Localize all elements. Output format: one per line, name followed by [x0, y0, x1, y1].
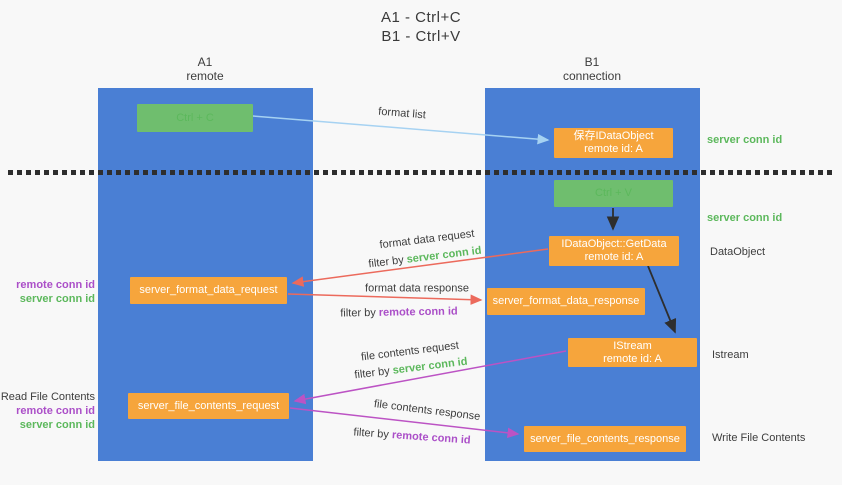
- lane-b1-subtitle: connection: [562, 69, 622, 83]
- lane-b1-title: B1: [584, 55, 600, 69]
- label-file-contents-response: file contents response: [373, 398, 481, 423]
- right-label-dataobject: DataObject: [710, 246, 766, 258]
- right-label-server-conn-id-1: server conn id: [707, 134, 783, 146]
- label-filter-by-remote-conn-id-2: filter by remote conn id: [353, 426, 471, 447]
- node-istream-line1: IStream: [613, 339, 652, 352]
- lane-a1-subtitle: remote: [186, 69, 224, 83]
- title-line-1: A1 - Ctrl+C: [380, 9, 462, 26]
- server-conn-id-text: server conn id: [406, 244, 483, 266]
- left-label-conn-ids-1: remote conn id server conn id: [16, 278, 95, 306]
- node-ctrl-v-label: Ctrl + V: [595, 187, 632, 199]
- node-istream-line2: remote id: A: [603, 352, 662, 365]
- left-remote-conn-id-1: remote conn id: [16, 279, 95, 291]
- node-save-idataobject-line1: 保存IDataObject: [573, 130, 654, 142]
- left-remote-conn-id-2: remote conn id: [16, 405, 95, 417]
- node-server-file-contents-response: server_file_contents_response: [524, 426, 686, 452]
- node-file-request-label: server_file_contents_request: [137, 399, 280, 412]
- node-format-response-label: server_format_data_response: [492, 295, 640, 307]
- diagram-title: A1 - Ctrl+C B1 - Ctrl+V: [381, 8, 461, 46]
- node-server-format-data-request: server_format_data_request: [130, 277, 287, 304]
- filter-by-text: filter by: [353, 426, 390, 441]
- node-save-idataobject-line2: remote id: A: [584, 143, 643, 155]
- node-save-idataobject: 保存IDataObject remote id: A: [554, 128, 673, 158]
- right-label-istream: Istream: [712, 349, 749, 361]
- node-istream: IStream remote id: A: [568, 338, 697, 367]
- left-label-read-file-contents-group: Read File Contents remote conn id server…: [1, 390, 95, 432]
- node-format-request-label: server_format_data_request: [139, 284, 278, 296]
- dotted-divider-line: [8, 170, 834, 175]
- label-format-data-response: format data response: [365, 282, 469, 295]
- remote-conn-id-text: remote conn id: [378, 305, 458, 319]
- node-file-response-label: server_file_contents_response: [530, 432, 680, 445]
- node-ctrl-c: Ctrl + C: [137, 104, 253, 132]
- remote-conn-id-text: remote conn id: [391, 429, 471, 447]
- lane-header-a1: A1 remote: [186, 55, 223, 83]
- right-label-server-conn-id-2: server conn id: [707, 212, 783, 224]
- node-getdata-line1: IDataObject::GetData: [561, 238, 667, 250]
- title-line-2: B1 - Ctrl+V: [381, 28, 461, 45]
- node-idataobject-getdata: IDataObject::GetData remote id: A: [549, 236, 679, 266]
- node-getdata-line2: remote id: A: [584, 251, 644, 263]
- filter-by-text: filter by: [367, 254, 405, 271]
- filter-by-text: filter by: [340, 306, 376, 320]
- node-ctrl-v: Ctrl + V: [554, 180, 673, 207]
- right-label-write-file-contents: Write File Contents: [712, 432, 806, 444]
- node-server-format-data-response: server_format_data_response: [487, 288, 645, 315]
- left-server-conn-id-1: server conn id: [19, 293, 95, 305]
- left-server-conn-id-2: server conn id: [19, 419, 95, 431]
- left-read-file-contents: Read File Contents: [0, 391, 95, 403]
- lane-a1-title: A1: [197, 55, 213, 69]
- label-filter-by-remote-conn-id-1: filter by remote conn id: [340, 305, 458, 320]
- node-ctrl-c-label: Ctrl + C: [176, 111, 214, 124]
- lane-header-b1: B1 connection: [563, 55, 621, 83]
- node-server-file-contents-request: server_file_contents_request: [128, 393, 289, 419]
- filter-by-text: filter by: [353, 365, 391, 382]
- label-format-list: format list: [377, 105, 427, 122]
